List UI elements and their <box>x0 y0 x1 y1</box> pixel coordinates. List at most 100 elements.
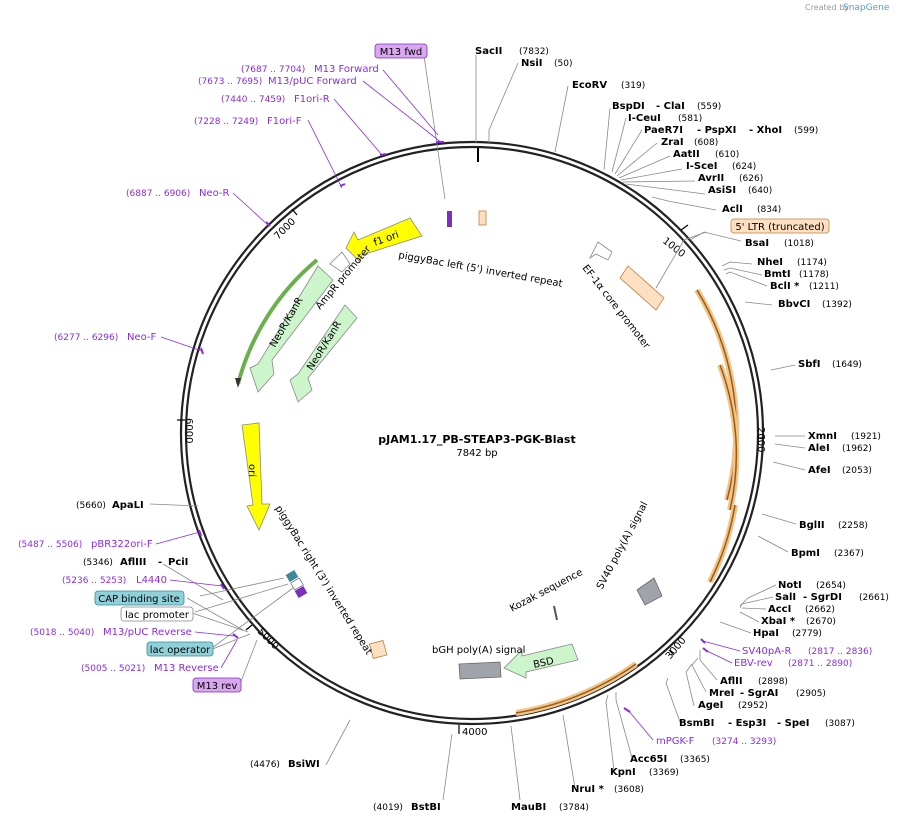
primer-m13-puc-forward[interactable]: M13/pUC Forward <box>268 76 357 87</box>
orf-steap3-arc <box>696 289 737 501</box>
feature-label-kozak: Kozak sequence <box>508 567 584 615</box>
box-label-m13-rev: M13 rev <box>197 681 238 692</box>
site-aatii[interactable]: AatII <box>673 149 700 160</box>
site-nhei[interactable]: NheI <box>757 257 783 268</box>
svg-text:(1649): (1649) <box>832 360 862 370</box>
site-bsai[interactable]: BsaI <box>745 238 769 249</box>
site-i-ceui[interactable]: I-CeuI <box>628 113 661 124</box>
site-bsiwi[interactable]: BsiWI <box>288 759 320 770</box>
box-5-ltr-truncated[interactable]: 5' LTR (truncated) <box>730 218 830 234</box>
restriction-site-labels: SacII (7832) NsiI (50) EcoRV (319) BspDI… <box>76 46 889 813</box>
primer-f1ori-r[interactable]: F1ori-R <box>294 94 330 105</box>
piggybac-right-repeat[interactable] <box>368 639 388 660</box>
svg-text:(624): (624) <box>732 162 756 172</box>
site-noti[interactable]: NotI <box>778 580 802 591</box>
site-agei[interactable]: AgeI <box>698 700 723 711</box>
site-bcli[interactable]: BclI * <box>770 281 800 292</box>
site-bspdi[interactable]: BspDI <box>612 101 645 112</box>
site-hpai[interactable]: HpaI <box>753 628 779 639</box>
site-bbvci[interactable]: BbvCI <box>778 299 810 310</box>
primer-m13-forward[interactable]: M13 Forward <box>314 64 379 75</box>
site-afliii[interactable]: AflIII <box>120 557 146 568</box>
primer-ebv-rev[interactable]: EBV-rev <box>734 658 773 669</box>
site-bsmbi[interactable]: BsmBI <box>679 718 714 729</box>
feature-f1-ori[interactable]: f1 ori <box>345 217 423 263</box>
svg-text:(6887 .. 6906): (6887 .. 6906) <box>126 189 190 199</box>
site-xbai[interactable]: XbaI * <box>761 616 796 627</box>
feature-ori[interactable]: ori <box>241 422 271 531</box>
site-sacii[interactable]: SacII <box>475 46 502 57</box>
site-maubi[interactable]: MauBI <box>511 802 546 813</box>
svg-text:(2905): (2905) <box>796 689 826 699</box>
primer-m13-puc-reverse[interactable]: M13/pUC Reverse <box>103 627 192 638</box>
box-label-cap: CAP binding site <box>98 594 180 605</box>
svg-text:(4019): (4019) <box>373 803 403 813</box>
primer-neo-r[interactable]: Neo-R <box>199 188 230 199</box>
site-avrii[interactable]: AvrII <box>698 173 724 184</box>
feature-bgh-polya[interactable] <box>458 661 502 680</box>
site-bmti[interactable]: BmtI <box>764 269 791 280</box>
svg-text:(7673 .. 7695): (7673 .. 7695) <box>198 77 262 87</box>
site-asisi[interactable]: AsiSI <box>708 185 736 196</box>
orf-neor-arrowhead <box>235 378 241 388</box>
site-alei[interactable]: AleI <box>808 443 830 454</box>
svg-text:(7228 .. 7249): (7228 .. 7249) <box>194 117 258 127</box>
svg-text:(559): (559) <box>697 102 721 112</box>
box-m13-rev[interactable]: M13 rev <box>192 677 242 693</box>
svg-text:(3087): (3087) <box>825 719 855 729</box>
box-lac-operator[interactable]: lac operator <box>146 641 214 657</box>
backbone-inner-circle <box>184 145 760 721</box>
site-aflii[interactable]: AflII <box>720 676 743 687</box>
box-lac-promoter[interactable]: lac promoter <box>120 606 194 622</box>
site-sali[interactable]: SalI <box>775 592 796 603</box>
svg-text:(2053): (2053) <box>842 466 872 476</box>
primer-mpgk-f[interactable]: mPGK-F <box>656 736 695 747</box>
site-apali[interactable]: ApaLI <box>112 500 144 511</box>
site-acci[interactable]: AccI <box>768 604 791 615</box>
svg-text:(1018): (1018) <box>784 239 814 249</box>
site-zrai[interactable]: ZraI <box>661 137 684 148</box>
site-ecorv[interactable]: EcoRV <box>572 80 607 91</box>
feature-label-bsd: BSD <box>532 656 555 671</box>
primer-neo-f[interactable]: Neo-F <box>127 332 157 343</box>
site-bstbi[interactable]: BstBI <box>411 802 441 813</box>
site-mrei[interactable]: MreI <box>709 688 734 699</box>
svg-text:(7687 .. 7704): (7687 .. 7704) <box>241 65 305 75</box>
svg-text:(1211): (1211) <box>809 282 839 292</box>
box-m13-fwd[interactable]: M13 fwd <box>374 43 428 59</box>
svg-text:PciI[interactable]: PciI <box>168 557 188 568</box>
site-paer7i[interactable]: PaeR7I <box>644 125 683 136</box>
feature-sv40-polya[interactable] <box>636 577 663 606</box>
site-kpni[interactable]: KpnI <box>610 767 636 778</box>
feature-ef1a-core-promoter[interactable]: EF-1α core promoter <box>580 241 665 352</box>
site-i-scei[interactable]: I-SceI <box>686 161 718 172</box>
svg-text:(2952): (2952) <box>738 701 768 711</box>
site-acc65i[interactable]: Acc65I <box>630 754 667 765</box>
snapgene-logo: SnapGene <box>843 3 890 13</box>
svg-text:(610): (610) <box>715 150 739 160</box>
feature-label-neor-kanr-2: NeoR/KanR <box>305 319 344 372</box>
svg-text:- ClaI: - ClaI <box>656 101 685 112</box>
site-afei[interactable]: AfeI <box>808 465 831 476</box>
primer-m13-reverse[interactable]: M13 Reverse <box>154 663 219 674</box>
feature-label-bgh: bGH poly(A) signal <box>432 645 525 656</box>
site-nrui[interactable]: NruI * <box>571 784 605 795</box>
site-xmni[interactable]: XmnI <box>808 431 837 442</box>
site-bglii[interactable]: BglII <box>799 520 825 531</box>
site-bpmi[interactable]: BpmI <box>791 548 820 559</box>
svg-text:(1962): (1962) <box>842 444 872 454</box>
box-cap-binding-site[interactable]: CAP binding site <box>94 590 185 606</box>
site-sbfi[interactable]: SbfI <box>798 359 820 370</box>
svg-text:(5660): (5660) <box>76 501 106 511</box>
piggybac-left-repeat[interactable] <box>478 210 487 226</box>
scale-ticks <box>177 208 765 734</box>
primer-sv40pa-r[interactable]: SV40pA-R <box>742 646 791 657</box>
svg-text:(581): (581) <box>678 114 702 124</box>
primer-f1ori-f[interactable]: F1ori-F <box>267 116 302 127</box>
primer-l4440[interactable]: L4440 <box>136 575 167 586</box>
feature-bsd[interactable]: BSD <box>503 643 579 679</box>
svg-text:(2670): (2670) <box>806 617 836 627</box>
site-nsii[interactable]: NsiI <box>521 58 542 69</box>
primer-pbr322ori-f[interactable]: pBR322ori-F <box>91 539 153 550</box>
site-acli[interactable]: AclI <box>722 204 743 215</box>
